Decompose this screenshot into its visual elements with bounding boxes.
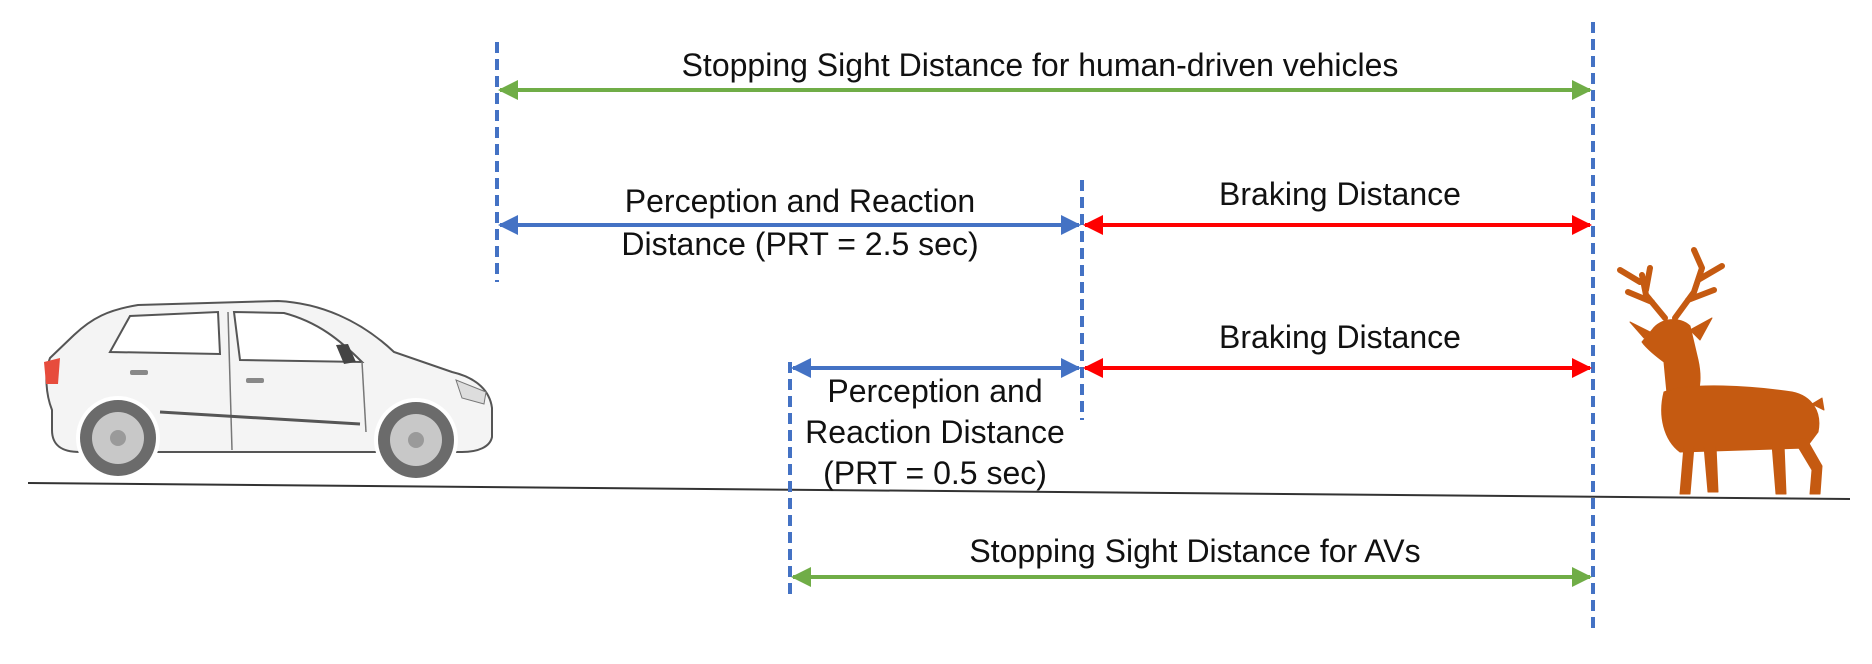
car-icon	[44, 299, 493, 482]
braking-human-label: Braking Distance	[1219, 176, 1461, 212]
ssd-av-label: Stopping Sight Distance for AVs	[969, 533, 1421, 569]
road-line	[27, 482, 1851, 500]
prd-av-label-line1: Perception and	[827, 373, 1043, 409]
deer-icon	[1617, 247, 1825, 495]
prd-av-label-line2: Reaction Distance	[805, 414, 1065, 450]
braking-av-label: Braking Distance	[1219, 319, 1461, 355]
ssd-human-label: Stopping Sight Distance for human-driven…	[681, 47, 1399, 83]
prd-human-label-line1: Perception and Reaction	[624, 183, 976, 219]
prd-human-label-line2: Distance (PRT = 2.5 sec)	[621, 226, 979, 262]
prd-av-label-line3: (PRT = 0.5 sec)	[823, 455, 1047, 491]
